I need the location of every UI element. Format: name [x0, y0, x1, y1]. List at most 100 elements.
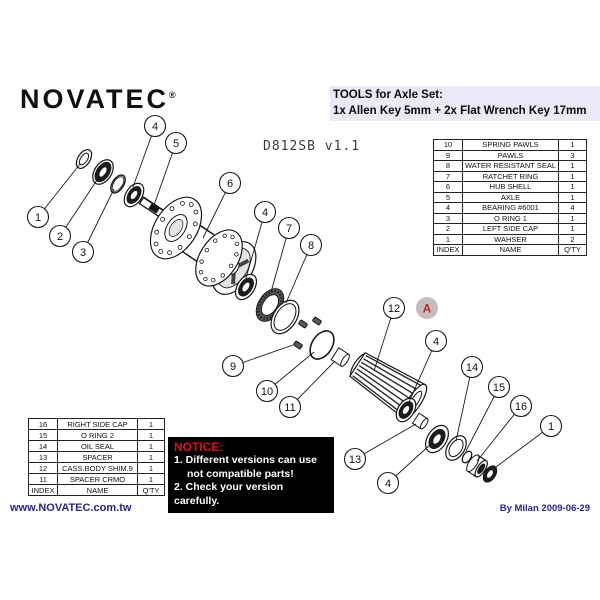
table-cell: 12 — [28, 462, 58, 474]
washer-right-drawing — [482, 465, 498, 483]
callout-number: 10 — [261, 386, 273, 398]
callout-circle — [26, 205, 50, 229]
table-cell: 1 — [433, 233, 463, 245]
table-cell: 1 — [137, 473, 165, 485]
callout-circle — [143, 114, 167, 138]
callout-circle — [277, 216, 301, 240]
leader-line — [455, 366, 473, 442]
callout-number: 4 — [152, 121, 158, 133]
table-cell: NAME — [57, 484, 138, 496]
leader-line — [354, 423, 417, 460]
table-cell: PAWLS — [462, 149, 559, 161]
table-cell: O RING 1 — [462, 212, 559, 224]
leader-line — [476, 405, 522, 462]
table-cell: HUB SHELL — [462, 181, 559, 193]
table-cell: 4 — [558, 202, 587, 214]
table-cell: 1 — [137, 451, 165, 463]
notice-line: 1. Different versions can use — [174, 454, 317, 466]
leader-line — [408, 340, 437, 403]
callout-circle — [221, 354, 245, 378]
table-cell: 1 — [558, 181, 587, 193]
tools-note-line1: TOOLS for Axle Set: — [333, 89, 443, 101]
table-cell: 3 — [558, 149, 587, 161]
bearing-left-drawing — [123, 182, 145, 208]
novatec-logo: NOVATEC® — [20, 84, 176, 115]
callout-number: 15 — [493, 382, 505, 394]
table-cell: 15 — [28, 429, 58, 441]
table-cell: 1 — [558, 212, 587, 224]
callout-circle — [487, 375, 511, 399]
table-cell: WAHSER — [462, 233, 559, 245]
callout-number: 4 — [433, 336, 439, 348]
table-cell: 8 — [433, 160, 463, 172]
version-marker-a: A — [416, 297, 438, 319]
callout-number: 8 — [308, 240, 314, 252]
table-cell: AXLE — [462, 191, 559, 203]
callout-circle — [253, 200, 277, 224]
callout-circle — [509, 394, 533, 418]
table-cell: NAME — [462, 244, 559, 256]
callout-circle — [71, 240, 95, 264]
table-cell: CASS.BODY SHIM.9 — [57, 462, 138, 474]
leader-line — [491, 425, 552, 471]
callout-number: 5 — [173, 138, 179, 150]
table-cell: SPACER CRMO — [57, 473, 138, 485]
table-cell: 14 — [28, 440, 58, 452]
spacer-drawing — [411, 412, 429, 430]
table-cell: 5 — [433, 191, 463, 203]
bearing-center-drawing — [234, 273, 258, 301]
bearing-right-upper-drawing — [395, 397, 417, 423]
table-cell: 4 — [433, 202, 463, 214]
cassette-body-drawing — [349, 351, 428, 420]
callout-number: 4 — [385, 478, 391, 490]
table-cell: O RING 2 — [57, 429, 138, 441]
table-cell: 1 — [558, 223, 587, 235]
spacer-crmo-drawing — [330, 347, 350, 367]
table-cell: OIL SEAL — [57, 440, 138, 452]
callout-number: 4 — [262, 207, 268, 219]
callout-number: 6 — [227, 178, 233, 190]
table-cell: Q'TY — [137, 484, 165, 496]
leader-line — [37, 163, 81, 218]
leader-line — [465, 386, 500, 452]
callout-number: 1 — [35, 212, 41, 224]
o-ring-2-drawing — [461, 450, 473, 464]
water-seal-drawing — [270, 299, 300, 335]
table-cell: RIGHT SIDE CAP — [57, 418, 138, 430]
logo-text: NOVATEC — [20, 84, 169, 114]
callout-circle — [278, 395, 302, 419]
notice-line: 2. Check your version carefully. — [174, 481, 284, 507]
model-version-label: D812SB v1.1 — [263, 139, 361, 154]
table-cell: WATER RESISTANT SEAL — [462, 160, 559, 172]
pawls-drawing — [293, 316, 322, 350]
callout-circle — [424, 329, 448, 353]
marker-a-label: A — [423, 302, 432, 316]
table-cell: SPACER — [57, 451, 138, 463]
table-cell: BEARING #6001 — [462, 202, 559, 214]
table-cell: RATCHET RING — [462, 170, 559, 182]
callout-circle — [343, 447, 367, 471]
leader-line — [82, 188, 115, 253]
notice-line: not compatible parts! — [187, 467, 294, 480]
table-cell: SPRING PAWLS — [462, 139, 559, 151]
table-cell: Q'TY — [558, 244, 587, 256]
left-side-cap-drawing — [92, 159, 114, 185]
notice-box: NOTICE: 1. Different versions can use no… — [168, 437, 334, 513]
table-cell: 7 — [433, 170, 463, 182]
